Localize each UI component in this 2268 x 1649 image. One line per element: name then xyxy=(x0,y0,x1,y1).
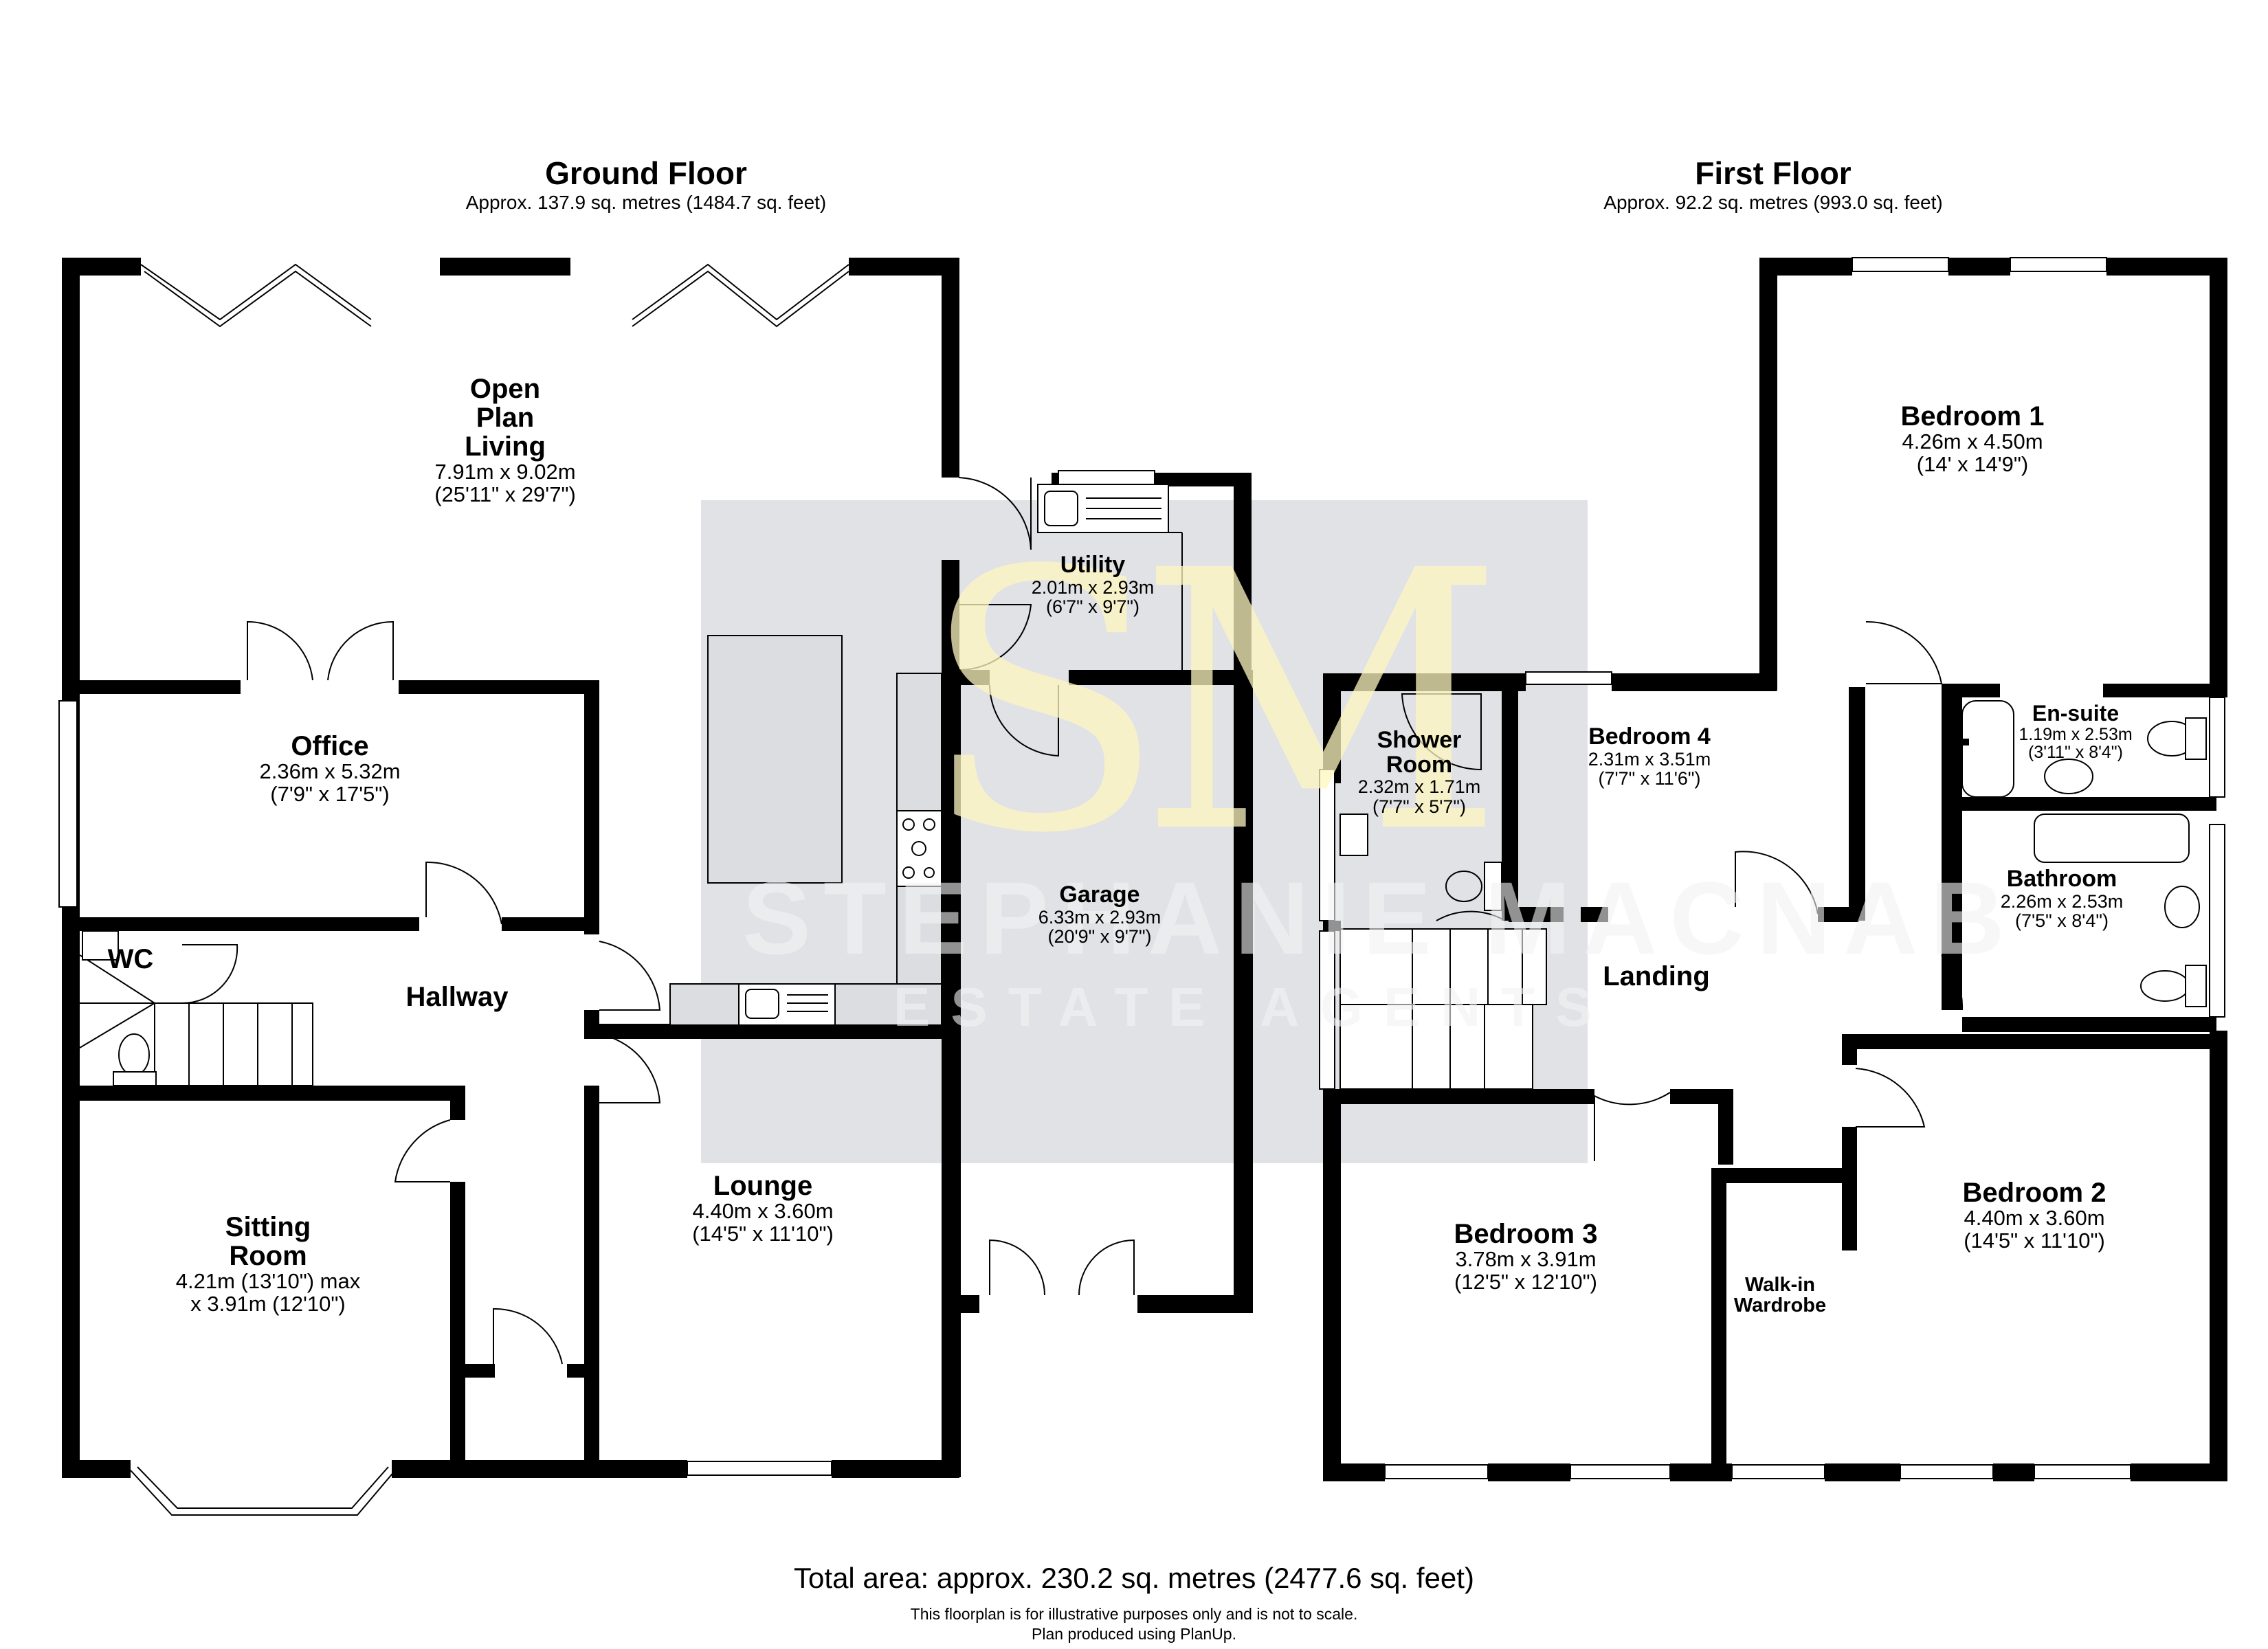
room-office: Office 2.36m x 5.32m (7'9" x 17'5") xyxy=(259,731,401,806)
room-wc: WC xyxy=(107,944,154,974)
first-floor-title: First Floor xyxy=(1695,155,1852,191)
room-bathroom: Bathroom 2.26m x 2.53m (7'5" x 8'4") xyxy=(2000,866,2124,932)
first-floor-fixtures xyxy=(1339,693,2207,1090)
watermark-monogram: SM xyxy=(921,495,1504,911)
ground-floor-fixtures xyxy=(79,484,1183,1086)
room-open-plan-living: Open Plan Living 7.91m x 9.02m (25'11" x… xyxy=(434,374,576,506)
total-area: Total area: approx. 230.2 sq. metres (24… xyxy=(794,1562,1474,1594)
disclaimer-line-2: Plan produced using PlanUp. xyxy=(1032,1624,1236,1643)
ground-floor-area: Approx. 137.9 sq. metres (1484.7 sq. fee… xyxy=(465,192,827,214)
disclaimer-line-1: This floorplan is for illustrative purpo… xyxy=(910,1605,1358,1624)
room-bedroom-2: Bedroom 2 4.40m x 3.60m (14'5" x 11'10") xyxy=(1962,1178,2106,1253)
room-hallway: Hallway xyxy=(405,982,509,1012)
ground-floor-openings xyxy=(58,263,1155,1516)
room-utility: Utility 2.01m x 2.93m (6'7" x 9'7") xyxy=(1031,552,1155,618)
room-bedroom-4: Bedroom 4 2.31m x 3.51m (7'7" x 11'6") xyxy=(1588,723,1711,789)
watermark-line1: STEPHANIE MACNAB xyxy=(742,860,2017,976)
room-landing: Landing xyxy=(1603,961,1710,991)
room-en-suite: En-suite 1.19m x 2.53m (3'11" x 8'4") xyxy=(2019,701,2133,762)
first-floor-openings xyxy=(1319,257,2225,1479)
room-sitting-room: Sitting Room 4.21m (13'10") max x 3.91m … xyxy=(175,1212,361,1316)
first-floor-heading: First Floor Approx. 92.2 sq. metres (993… xyxy=(1512,157,2034,213)
ground-floor-heading: Ground Floor Approx. 137.9 sq. metres (1… xyxy=(385,157,907,213)
room-bedroom-1: Bedroom 1 4.26m x 4.50m (14' x 14'9") xyxy=(1900,401,2045,476)
room-shower-room: Shower Room 2.32m x 1.71m (7'7" x 5'7") xyxy=(1357,727,1481,817)
first-floor-walls xyxy=(1323,258,2227,1481)
room-bedroom-3: Bedroom 3 3.78m x 3.91m (12'5" x 12'10") xyxy=(1454,1219,1598,1294)
room-garage: Garage 6.33m x 2.93m (20'9" x 9'7") xyxy=(1038,882,1161,947)
ground-floor-title: Ground Floor xyxy=(545,155,747,191)
footer: Total area: approx. 230.2 sq. metres (24… xyxy=(619,1562,1649,1644)
first-floor-area: Approx. 92.2 sq. metres (993.0 sq. feet) xyxy=(1603,192,1943,214)
room-lounge: Lounge 4.40m x 3.60m (14'5" x 11'10") xyxy=(692,1171,834,1246)
room-walk-in-wardrobe: Walk-in Wardrobe xyxy=(1733,1274,1827,1317)
watermark-line2: ESTATE AGENTS xyxy=(893,976,1613,1037)
